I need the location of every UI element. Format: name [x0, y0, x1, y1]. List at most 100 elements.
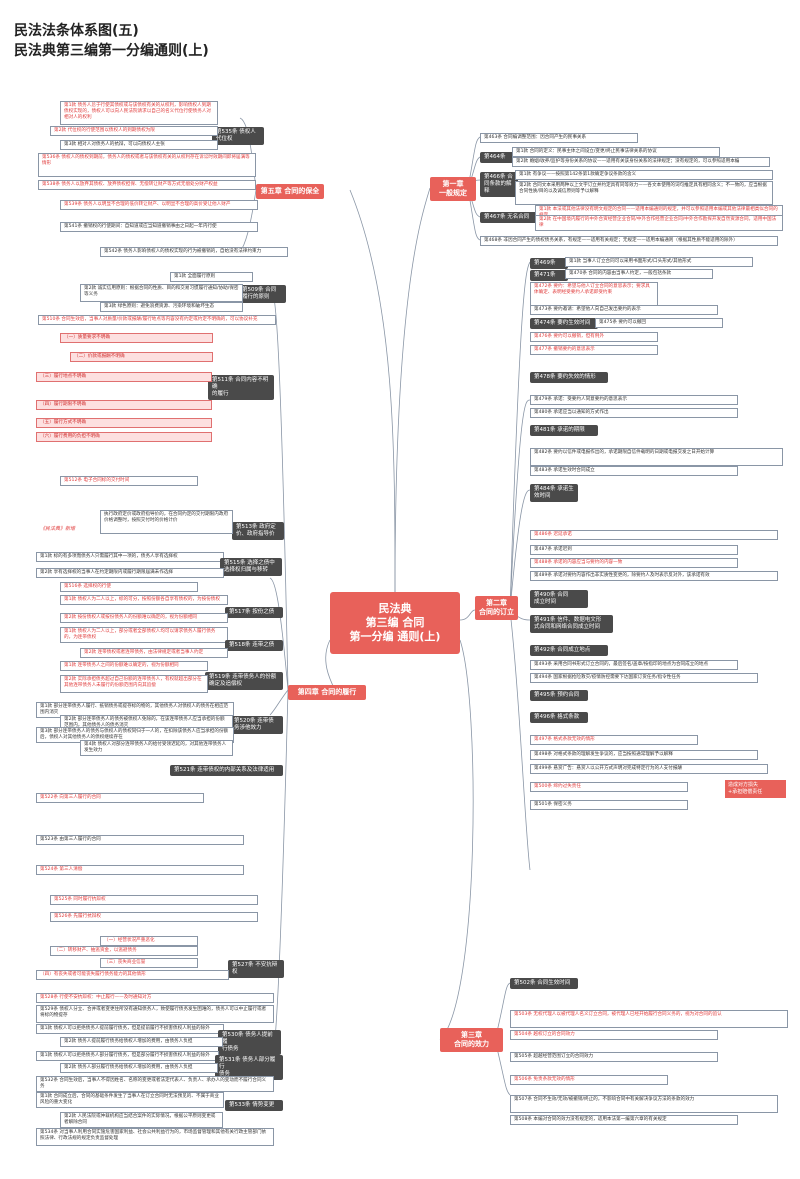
article-522-box: 第522条 向第三人履行的合同 — [36, 793, 204, 804]
page-title: 民法法条体系图(五) — [14, 23, 139, 39]
article-463-box: 第463条 合同编调整范围：因合同产生的民事关系 — [480, 133, 638, 144]
section-513: 第513条 政府定 价、政府指导价 — [232, 522, 284, 540]
section-502: 第502条 合同生效时间 — [510, 978, 578, 989]
section-492: 第492条 合同成立地点 — [530, 645, 608, 656]
article-479-box: 第479条 承诺：受要约人同意要约的意思表示 — [530, 395, 738, 406]
section-519: 第519条 连带债务人的份额 确定及追偿权 — [205, 672, 283, 690]
article-466-2-box: 第2款 合同文本采用两种以上文字订立并约定具有同等效力——各文本使用的词句推定具… — [515, 181, 773, 205]
section-533: 第533条 情势变更 — [225, 1100, 283, 1111]
article-480-box: 第480条 承诺应当以通知的方式作出 — [530, 408, 738, 419]
unclear-quality-box: （一）质量要求不明确 — [60, 333, 213, 344]
section-495: 第495条 预约合同 — [530, 690, 588, 701]
article-516-box: 第516条 选择权的行使 — [60, 582, 198, 593]
article-505-box: 第505条 超越经营范围订立的合同效力 — [510, 1052, 718, 1063]
section-515: 第515条 选择之债中 选择权归属与移转 — [220, 558, 282, 576]
article-542-box: 第542条 债务人影响债权人的债权实现的行为被撤销的，自始没有法律约束力 — [100, 247, 288, 258]
article-526-box: 第526条 先履行抗辩权 — [50, 912, 258, 923]
chapter-3-node: 第三章 合同的效力 — [440, 1028, 503, 1052]
article-475-box: 第475条 要约可以撤回 — [595, 318, 723, 329]
article-507-box: 第507条 合同不生效/无效/被撤销/终止的，不影响合同中有关解决争议方法的条款… — [510, 1095, 778, 1113]
article-494-box: 第494条 国家根据抢险救灾/疫情防控需要下达国家订货任务/指令性任务 — [530, 673, 758, 684]
article-472-box: 第472条 要约：希望与他人订立合同的意思表示；要求具体确定、表明经受要约人承诺… — [530, 282, 658, 306]
section-517: 第517条 按份之债 — [225, 607, 283, 618]
article-530-1-box: 第1款 债权人可以拒绝债务人提前履行债务，但是提前履行不损害债权人利益的除外 — [36, 1024, 224, 1035]
article-519-1-box: 第1款 连带债务人之间的份额难以确定的，视为份额相同 — [60, 661, 208, 672]
article-532-box: 第532条 合同生效后，当事人不得因姓名、名称的变更或者法定代表人、负责人、承办… — [36, 1076, 274, 1093]
article-501-box: 第501条 保密义务 — [530, 800, 688, 811]
article-498-box: 第498条 对格式条款的理解发生争议的，应当按照通常理解予以解释 — [530, 750, 758, 761]
section-527: 第527条 不安抗辩 权 — [228, 960, 284, 978]
article-518-1-box: 第1款 债权人为二人以上，部分或者全部债权人均可以请求债务人履行债务的，为连带债… — [60, 627, 228, 644]
article-493-box: 第493条 采用合同书形式订立合同的，最后签名/盖章/按指印的地点为合同成立的地… — [530, 660, 738, 671]
insecurity-condition-3: （三）丧失商业信誉 — [100, 958, 198, 969]
article-509-1-box: 第1款 全面履行原则 — [170, 272, 253, 283]
liability-note: 造成对方损失 +承担赔偿责任 — [725, 780, 786, 798]
article-489-box: 第489条 承诺对要约内容作出非实质性变更的，除要约人及时表示反对外，该承诺有效 — [530, 571, 778, 582]
article-517-1-box: 第1款 债权人为二人以上，标的可分，按照份额各自享有债权的，为按份债权 — [60, 595, 228, 606]
section-491: 第491条 信件、数据电文形 式合同和网络合同成立时间 — [530, 615, 613, 633]
article-506-box: 第506条 免责条款无效的情形 — [510, 1075, 668, 1086]
article-487-box: 第487条 承诺迟到 — [530, 545, 738, 556]
article-509-2-box: 第2款 诚实信用原则：根据合同的性质、目的和交易习惯履行通知/协助/保密等义务 — [80, 284, 243, 302]
section-520: 第520条 连带债 务涉他效力 — [230, 716, 283, 734]
article-535-2-box: 第2款 代位权的行使范围以债权人的到期债权为限 — [50, 126, 218, 137]
article-509-3-box: 第3款 绿色原则：避免浪费资源、污染环境和破坏生态 — [100, 302, 243, 313]
article-477-box: 第477条 撤销要约的意思表示 — [530, 345, 658, 356]
article-519-2-box: 第2款 实际承担债务超过自己份额的连带债务人，有权就超出部分在其他连带债务人未履… — [60, 675, 208, 693]
article-510-box: 第510条 合同生效后，当事人对质量/价款或报酬/履行地点等内容没有约定或约定不… — [38, 315, 276, 326]
insecurity-condition-1: （一）经营状况严重恶化 — [100, 936, 198, 947]
article-520-4-box: 第4款 债权人对部分连带债务人的给付受领迟延的，对其他连带债务人发生效力 — [80, 740, 233, 757]
article-515-2-box: 第2款 享有选择权的当事人在约定期限内或履行期限届满未作选择 — [36, 568, 224, 579]
section-518: 第518条 连带之债 — [225, 640, 283, 651]
article-499-box: 第499条 悬赏广告：悬赏人以公开方式声明对完成特定行为的人支付报酬 — [530, 764, 768, 775]
article-538-box: 第538条 债务人以放弃其债权、放弃债权担保、无偿转让财产等方式无偿处分财产权益 — [38, 180, 256, 191]
article-541-box: 第541条 撤销权的行使期间：自知道或应当知道撤销事由之日起一年内行使 — [60, 222, 258, 233]
article-483-box: 第483条 承诺生效时合同成立 — [530, 466, 738, 477]
section-535: 第535条 债权人代位权 — [212, 127, 264, 145]
article-533-1-box: 第1款 合同成立后，合同的基础条件发生了当事人在订立合同时无法预见的、不属于商业… — [36, 1092, 224, 1109]
article-536-box: 第536条 债权人的债权到期前，债务人的债权或者与该债权有关的从权利存在诉讼时效… — [38, 153, 256, 177]
unclear-price-box: （二）价款或报酬不明确 — [70, 352, 213, 363]
new-article-tag: 《民法典》新增 — [40, 526, 76, 532]
article-533-2-box: 第2款 人民法院或仲裁机构应当结合案件的实际情况，根据公平原则变更或者解除合同 — [60, 1112, 223, 1129]
section-481: 第481条 承诺的期限 — [530, 425, 598, 436]
article-508-box: 第508条 本编对合同的效力没有规定的，适用本法第一编第六章的有关规定 — [510, 1115, 738, 1126]
article-464-1-box: 第1款 合同的定义：民事主体之间设立/变更/终止民事法律关系的协议 — [512, 147, 720, 158]
chapter-1-node: 第一章 一般规定 — [430, 177, 476, 201]
section-530: 第530条 债务人提前履 行债务 — [218, 1030, 281, 1055]
section-466: 第466条 合 同条款的解 释 — [480, 172, 518, 197]
unclear-cost-box: （六）履行费用的负担不明确 — [36, 432, 212, 443]
article-468-box: 第468条 非因合同产生的债权债务关系，有规定——适用有关规定；无规定——适用本… — [480, 236, 778, 247]
section-531: 第531条 债务人部分履行 债务 — [215, 1055, 283, 1080]
section-511: 第511条 合同内容不明确 的履行 — [208, 375, 274, 400]
article-466-1-box: 第1款 有争议——按照第142条第1款确定争议条款的含义 — [515, 170, 773, 181]
insecurity-condition-4: （四）有丧失或者可能丧失履行债务能力的其他情形 — [36, 970, 229, 981]
chapter-2-node: 第二章 合同的订立 — [475, 596, 518, 620]
section-464: 第464条 — [480, 152, 516, 163]
chapter-5-node: 第五章 合同的保全 — [256, 184, 324, 199]
section-509: 第509条 合同 履行的原则 — [238, 285, 286, 303]
article-467-2-box: 第2款 在中国境内履行的中外合资经营企业合同/中外合作经营企业合同/中外合作勘探… — [535, 215, 783, 232]
article-529-box: 第529条 债权人分立、合并或者变更住所没有通知债务人，致使履行债务发生困难的，… — [36, 1005, 274, 1023]
article-473-box: 第473条 要约邀请：希望他人向自己发出要约的表示 — [530, 305, 718, 316]
article-531-2-box: 第2款 债务人部分履行债务给债权人增加的费用，由债务人负担 — [60, 1063, 218, 1074]
unclear-place-box: （三）履行地点不明确 — [36, 372, 212, 383]
section-471: 第471条 — [530, 270, 568, 281]
article-530-2-box: 第2款 债务人提前履行债务给债权人增加的费用，由债务人负担 — [60, 1037, 223, 1048]
article-523-box: 第523条 由第三人履行的合同 — [36, 835, 244, 846]
article-476-box: 第476条 要约可以撤销，但有例外 — [530, 332, 658, 343]
article-513-box: 执行政府定价或政府指导价的，在合同约定的交付期限内政府价格调整时，按照交付时的价… — [100, 510, 233, 534]
section-496: 第496条 格式条款 — [530, 712, 588, 723]
article-503-box: 第503条 无权代理人以被代理人名义订立合同，被代理人已经开始履行合同义务的，视… — [510, 1010, 788, 1028]
unclear-period-box: （四）履行期限不明确 — [36, 400, 212, 411]
article-525-box: 第525条 同时履行抗辩权 — [50, 895, 258, 906]
article-512-box: 第512条 电子合同标的交付时间 — [60, 476, 198, 487]
article-534-box: 第534条 对当事人利用合同实施危害国家利益、社会公共利益行为的，市场监督管理和… — [36, 1128, 274, 1146]
article-515-1-box: 第1款 标的有多项而债务人只需履行其中一项的，债务人享有选择权 — [36, 552, 224, 563]
article-518-2-box: 第2款 连带债权或者连带债务，由法律规定或者当事人约定 — [80, 648, 228, 659]
article-488-box: 第488条 承诺的内容应当与要约的内容一致 — [530, 558, 738, 569]
section-474: 第474条 要约生效时间 — [530, 318, 598, 329]
article-528-box: 第528条 行使不安抗辩权：中止履行——及时通知对方 — [36, 993, 274, 1004]
article-497-box: 第497条 格式条款无效的情形 — [530, 735, 698, 746]
section-521: 第521条 连带债权的内部关系及法律适用 — [170, 765, 283, 776]
